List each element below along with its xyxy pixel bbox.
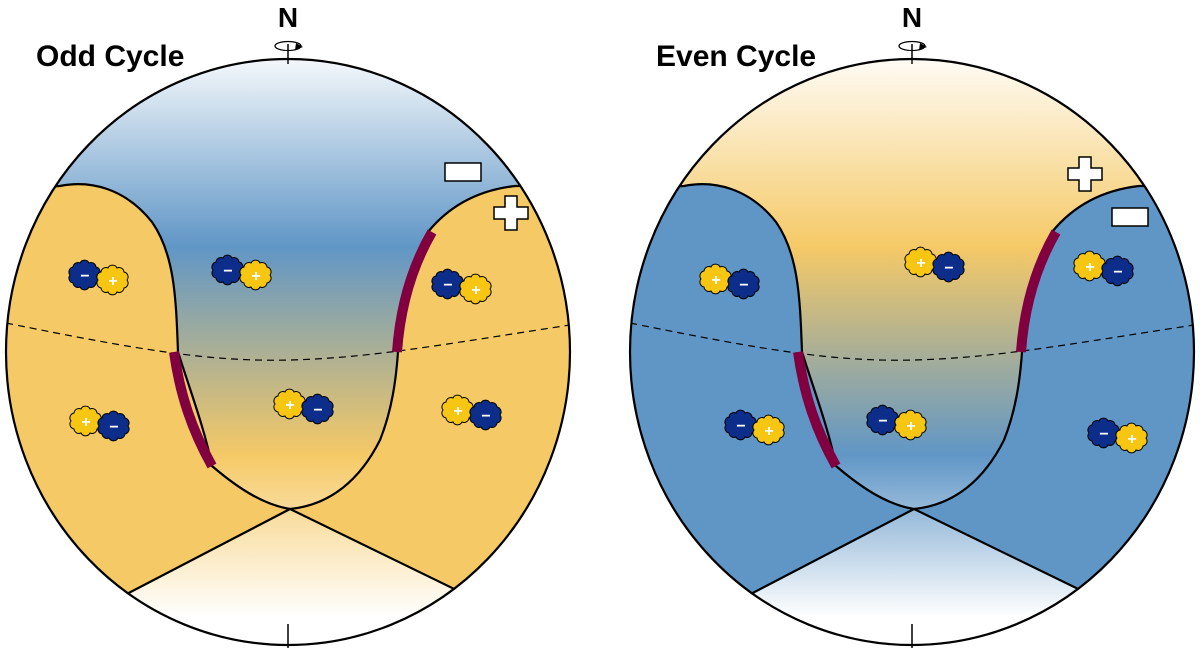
spot-sign-trailing: − (313, 402, 322, 419)
spot-sign-trailing: − (1113, 264, 1122, 281)
spot-sign-trailing: − (739, 277, 748, 294)
spot-sign-leading: − (878, 413, 887, 430)
bipolar-pair: − + (68, 259, 129, 296)
even-equator (630, 322, 1194, 361)
even-polar-minus-sign (1111, 207, 1149, 227)
spot-sign-leading: + (81, 414, 90, 431)
bipolar-pair: + − (69, 405, 130, 442)
bipolar-pair: + − (699, 263, 760, 300)
spot-sign-trailing: − (109, 419, 118, 436)
even-left-filament (793, 351, 841, 469)
bipolar-pair: + − (1073, 250, 1134, 287)
spot-sign-leading: − (223, 263, 232, 280)
even-cycle-title: Even Cycle (656, 40, 816, 73)
spot-sign-trailing: − (481, 408, 490, 425)
bipolar-pair: − + (211, 254, 272, 291)
spot-sign-leading: − (80, 268, 89, 285)
even-cycle-panel: N Even Cycle + − + − (628, 2, 1196, 648)
spot-sign-leading: − (736, 418, 745, 435)
odd-north-label: N (278, 2, 298, 33)
bipolar-pair: − + (1087, 417, 1148, 454)
spot-sign-trailing: + (251, 268, 260, 285)
odd-polar-plus-sign (493, 195, 529, 231)
spot-sign-trailing: − (944, 260, 953, 277)
bipolar-pair: − + (431, 268, 492, 305)
odd-cycle-title: Odd Cycle (36, 40, 184, 73)
even-sun-outline (628, 57, 1196, 647)
bipolar-pair: − + (724, 409, 785, 446)
spot-sign-trailing: + (906, 418, 915, 435)
odd-sun-outline (4, 57, 572, 647)
rotation-arrow-icon (898, 40, 927, 52)
odd-right-filament (392, 229, 437, 353)
spot-sign-trailing: + (1127, 431, 1136, 448)
spot-sign-leading: + (453, 403, 462, 420)
spot-sign-trailing: + (764, 423, 773, 440)
bipolar-pair: + − (441, 394, 502, 431)
bipolar-pair: + − (273, 388, 334, 425)
even-right-filament (1016, 229, 1061, 353)
even-north-label: N (902, 2, 922, 33)
odd-polar-minus-sign (444, 162, 482, 182)
even-polar-plus-sign (1067, 156, 1103, 192)
spot-sign-leading: + (916, 255, 925, 272)
spot-sign-leading: + (1085, 259, 1094, 276)
spot-sign-leading: − (1099, 426, 1108, 443)
spot-sign-leading: − (443, 277, 452, 294)
bipolar-pair: + − (904, 246, 965, 283)
spot-sign-leading: + (285, 397, 294, 414)
spot-sign-trailing: + (108, 273, 117, 290)
spot-sign-leading: + (711, 272, 720, 289)
spot-sign-trailing: + (471, 282, 480, 299)
rotation-arrow-icon (274, 40, 303, 52)
odd-cycle-panel: N Odd Cycle − + − + (4, 2, 572, 648)
odd-equator (6, 322, 570, 361)
odd-left-filament (169, 351, 217, 469)
bipolar-pair: − + (866, 404, 927, 441)
